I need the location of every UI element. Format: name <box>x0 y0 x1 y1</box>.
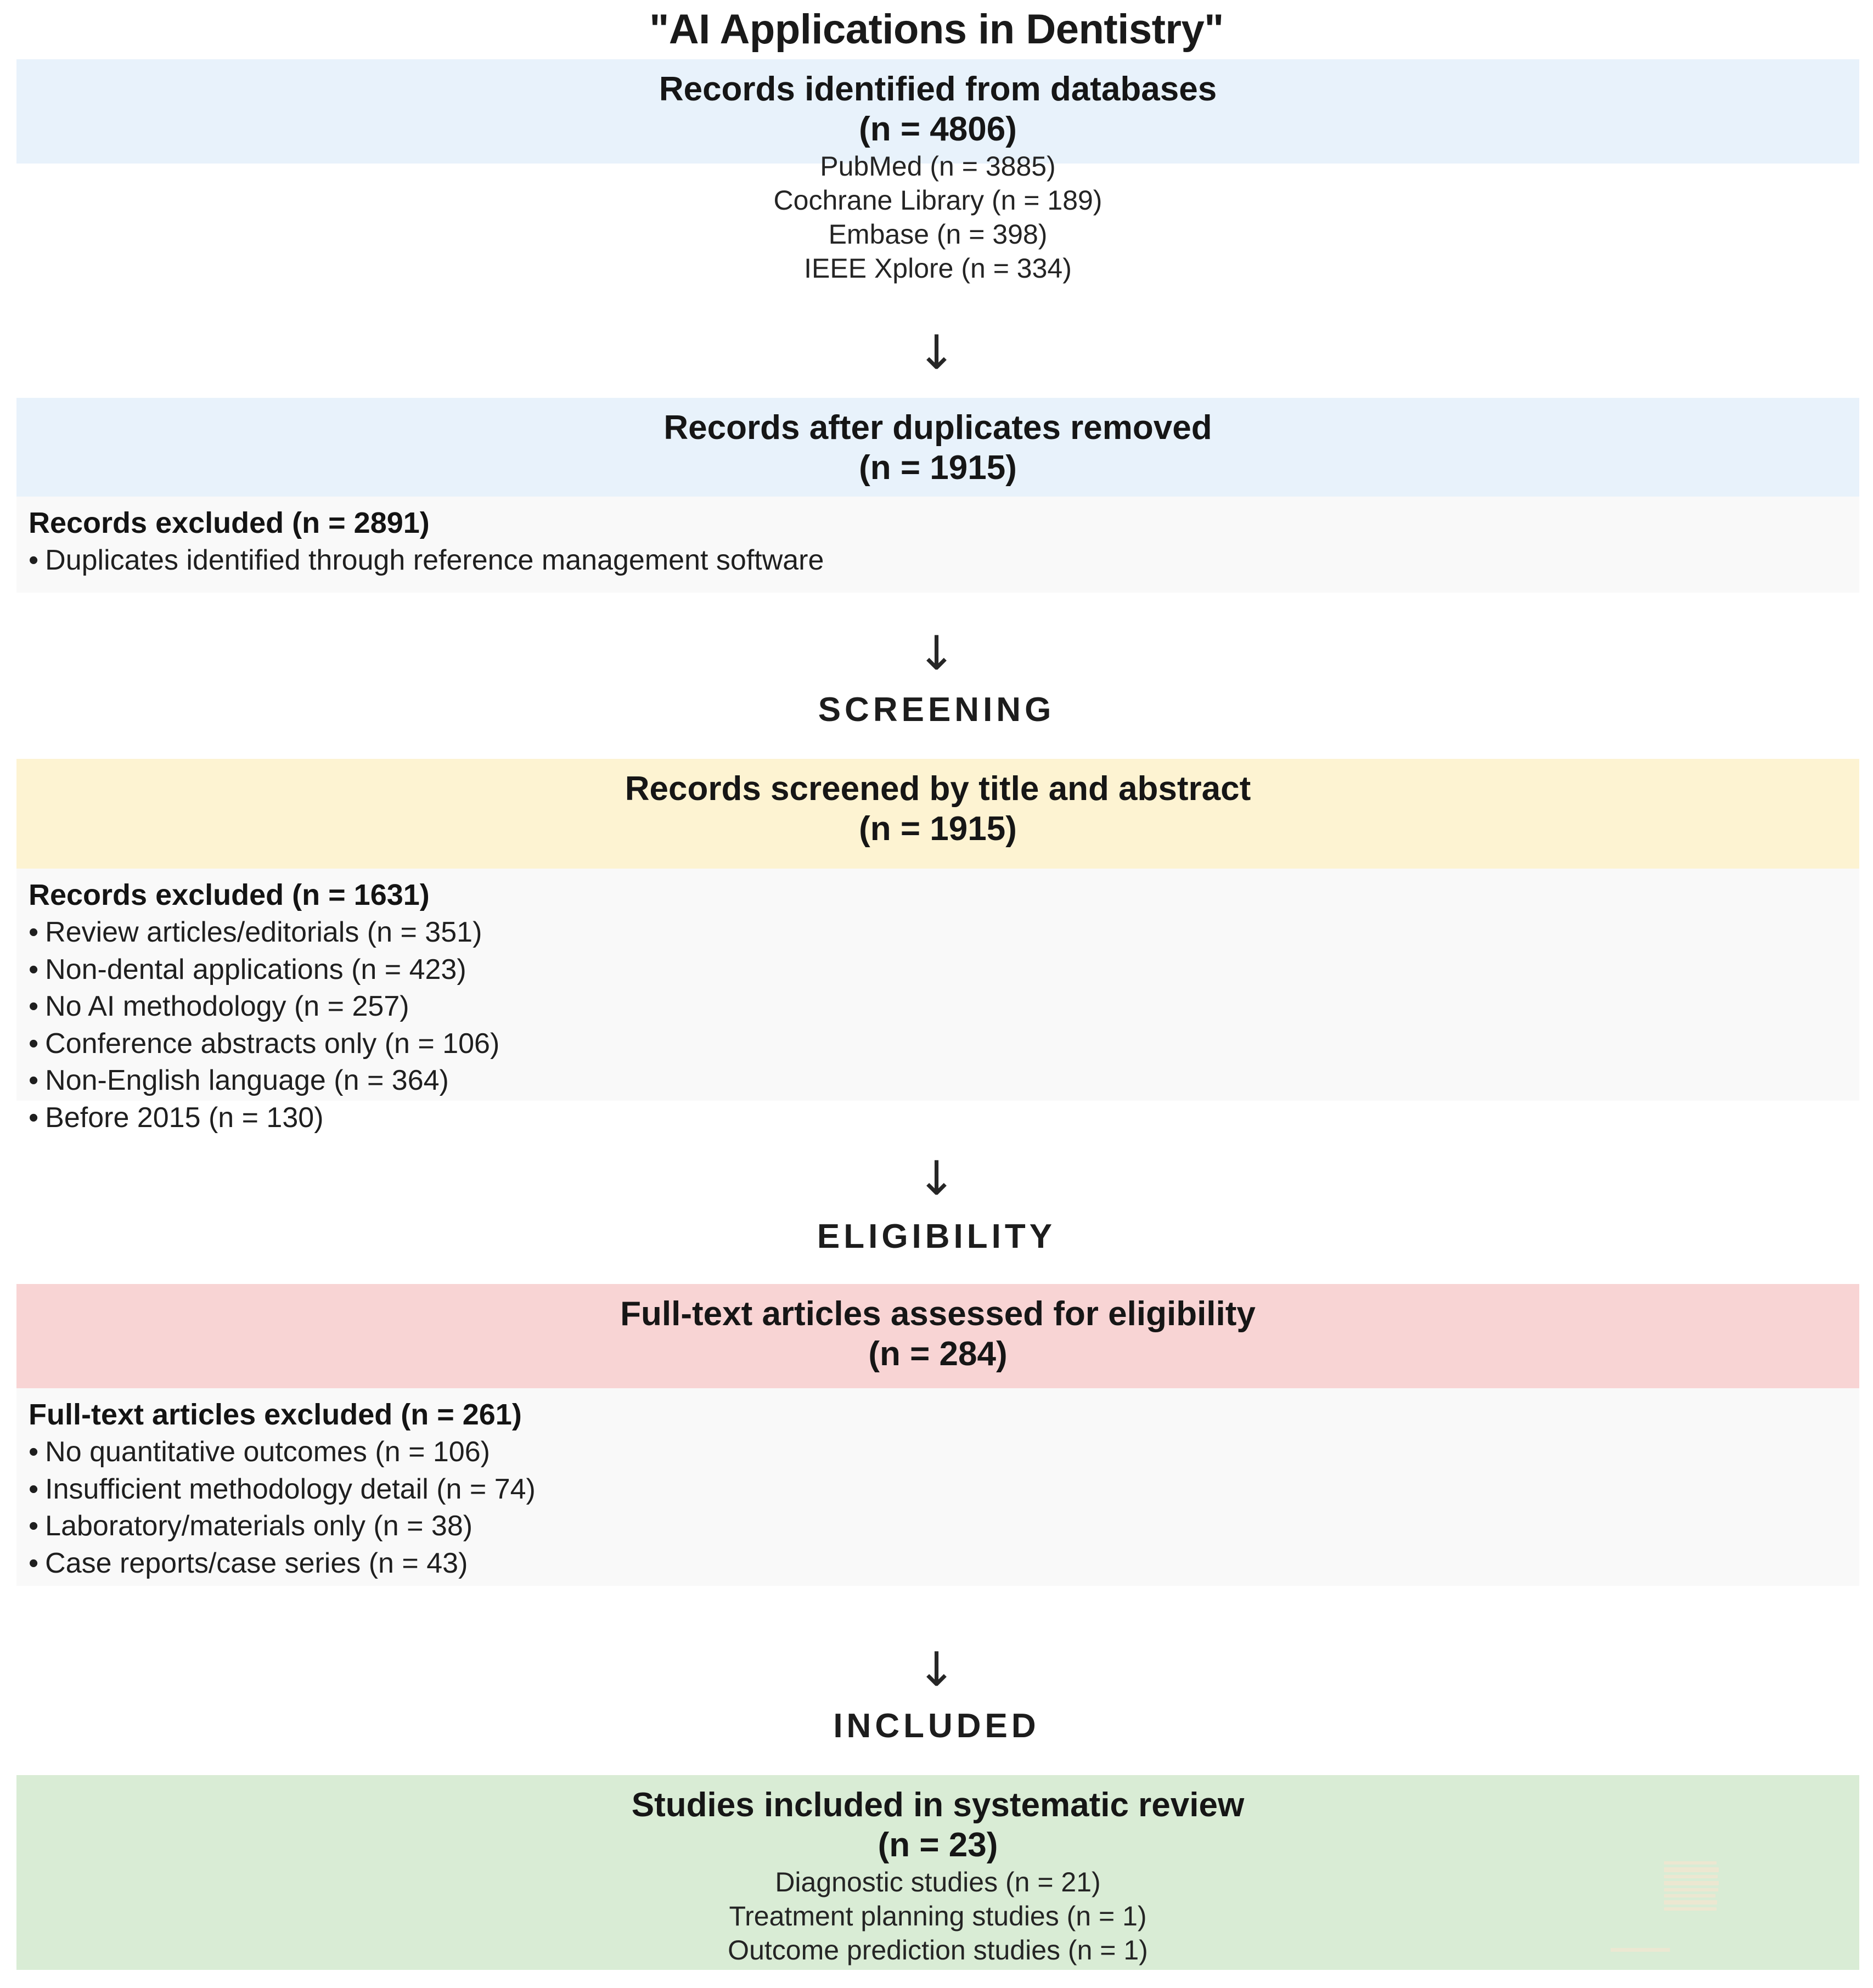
bullet-icon: • <box>29 1510 39 1542</box>
fulltext-assessed-box: Full-text articles assessed for eligibil… <box>16 1284 1859 1388</box>
bullet-icon: • <box>29 1065 39 1097</box>
arrow-down-icon-4: ↓ <box>916 1642 957 1697</box>
bullet-icon: • <box>29 990 39 1023</box>
bullet-icon: • <box>29 1436 39 1468</box>
screening-excluded-item: •Before 2015 (n = 130) <box>29 1100 1847 1137</box>
included-box-title: Studies included in systematic review <box>631 1786 1245 1824</box>
screening-excluded-item: •Review articles/editorials (n = 351) <box>29 914 1847 951</box>
arrow-down-icon-1: ↓ <box>916 325 957 380</box>
fulltext-excluded-item-text: Laboratory/materials only (n = 38) <box>45 1510 473 1542</box>
fulltext-excluded-bar: Full-text articles excluded (n = 261) •N… <box>16 1388 1859 1586</box>
fulltext-excluded-item-text: Insufficient methodology detail (n = 74) <box>45 1473 536 1505</box>
watermark-artifact-line <box>1611 1948 1670 1952</box>
fulltext-excluded-item: •Laboratory/materials only (n = 38) <box>29 1508 1847 1545</box>
fulltext-excluded-item: •Case reports/case series (n = 43) <box>29 1545 1847 1582</box>
fulltext-excluded-item-text: No quantitative outcomes (n = 106) <box>45 1436 490 1468</box>
included-breakdown-treatment: Treatment planning studies (n = 1) <box>729 1901 1147 1932</box>
duplicates-excluded-item-text: Duplicates identified through reference … <box>45 544 824 577</box>
screening-excluded-bar: Records excluded (n = 1631) •Review arti… <box>16 869 1859 1134</box>
duplicates-removed-box: Records after duplicates removed (n = 19… <box>16 398 1859 497</box>
identification-source-cochrane: Cochrane Library (n = 189) <box>773 185 1103 216</box>
screening-excluded-item-text: Non-English language (n = 364) <box>45 1065 449 1097</box>
duplicates-excluded-header: Records excluded (n = 2891) <box>29 506 430 539</box>
bullet-icon: • <box>29 1027 39 1060</box>
duplicates-removed-count: (n = 1915) <box>859 449 1017 487</box>
screened-box-count: (n = 1915) <box>859 810 1017 848</box>
identification-source-embase: Embase (n = 398) <box>828 219 1048 250</box>
identification-source-ieee: IEEE Xplore (n = 334) <box>804 253 1072 284</box>
page-title: "AI Applications in Dentistry" <box>649 6 1224 53</box>
screening-excluded-item: •Non-dental applications (n = 423) <box>29 951 1847 989</box>
phase-label-screening: SCREENING <box>818 691 1055 729</box>
duplicates-excluded-bar: Records excluded (n = 2891) •Duplicates … <box>16 497 1859 593</box>
fulltext-assessed-title: Full-text articles assessed for eligibil… <box>620 1295 1256 1333</box>
arrow-down-icon-3: ↓ <box>916 1151 957 1206</box>
screening-excluded-item: •No AI methodology (n = 257) <box>29 988 1847 1026</box>
included-box: Studies included in systematic review (n… <box>16 1775 1859 1970</box>
phase-label-eligibility: ELIGIBILITY <box>817 1218 1056 1255</box>
arrow-down-icon-2: ↓ <box>916 626 957 681</box>
screened-box: Records screened by title and abstract (… <box>16 759 1859 869</box>
screening-excluded-item-text: No AI methodology (n = 257) <box>45 990 409 1023</box>
duplicates-excluded-item: •Duplicates identified through reference… <box>29 542 1847 579</box>
identification-box-count: (n = 4806) <box>859 110 1017 149</box>
fulltext-excluded-item-text: Case reports/case series (n = 43) <box>45 1547 468 1579</box>
screening-excluded-header: Records excluded (n = 1631) <box>29 878 430 911</box>
fulltext-excluded-header: Full-text articles excluded (n = 261) <box>29 1398 522 1431</box>
identification-box-title: Records identified from databases <box>659 70 1217 108</box>
bullet-icon: • <box>29 1102 39 1134</box>
bullet-icon: • <box>29 544 39 577</box>
bullet-icon: • <box>29 1547 39 1579</box>
screening-excluded-item: •Conference abstracts only (n = 106) <box>29 1026 1847 1063</box>
bullet-icon: • <box>29 1473 39 1505</box>
fulltext-assessed-count: (n = 284) <box>868 1335 1008 1373</box>
included-box-count: (n = 23) <box>878 1826 998 1865</box>
identification-box: Records identified from databases (n = 4… <box>16 59 1859 284</box>
fulltext-excluded-item: •Insufficient methodology detail (n = 74… <box>29 1471 1847 1508</box>
screening-excluded-item-text: Review articles/editorials (n = 351) <box>45 916 482 949</box>
bullet-icon: • <box>29 916 39 949</box>
screening-excluded-item-text: Conference abstracts only (n = 106) <box>45 1027 500 1060</box>
included-breakdown-diagnostic: Diagnostic studies (n = 21) <box>775 1867 1101 1898</box>
duplicates-removed-title: Records after duplicates removed <box>663 409 1212 447</box>
screened-box-title: Records screened by title and abstract <box>625 770 1251 808</box>
included-breakdown-outcome: Outcome prediction studies (n = 1) <box>728 1935 1148 1966</box>
identification-source-pubmed: PubMed (n = 3885) <box>820 151 1056 182</box>
screening-excluded-item: •Non-English language (n = 364) <box>29 1062 1847 1100</box>
fulltext-excluded-item: •No quantitative outcomes (n = 106) <box>29 1434 1847 1471</box>
bullet-icon: • <box>29 953 39 985</box>
screening-excluded-item-text: Non-dental applications (n = 423) <box>45 953 466 985</box>
phase-label-included: INCLUDED <box>833 1707 1040 1745</box>
screening-excluded-item-text: Before 2015 (n = 130) <box>45 1102 324 1134</box>
